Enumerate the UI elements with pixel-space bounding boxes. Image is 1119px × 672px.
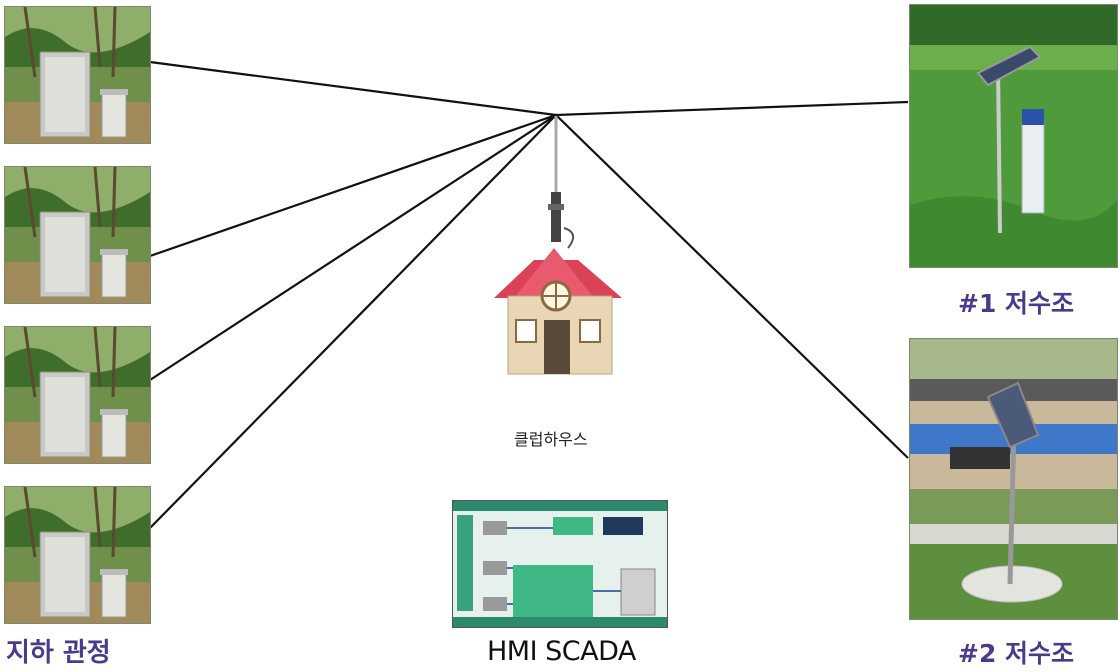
well-photo-3 — [4, 326, 151, 464]
well-station-image — [5, 327, 150, 463]
clubhouse-label: 클럽하우스 — [514, 430, 588, 449]
hmi-scada-label: HMI SCADA — [487, 636, 636, 667]
hmi-scada-screen — [452, 500, 668, 628]
link-well-1 — [149, 60, 557, 117]
antenna-icon — [548, 116, 575, 249]
wells-label: 지하 관정 — [6, 638, 111, 668]
house-icon — [494, 248, 622, 375]
solar-sensor-image — [910, 339, 1117, 619]
reservoir-2-photo — [909, 338, 1118, 620]
link-well-2 — [149, 113, 557, 258]
link-well-4 — [149, 114, 557, 529]
well-photo-4 — [4, 486, 151, 624]
well-station-image — [5, 167, 150, 303]
solar-sensor-image — [910, 5, 1117, 267]
reservoir-1-photo — [909, 4, 1118, 268]
link-reservoir-1 — [555, 100, 909, 117]
well-station-image — [5, 487, 150, 623]
reservoir-2-label: #2 저수조 — [958, 639, 1075, 668]
clubhouse-illustration — [494, 116, 622, 375]
reservoir-1-label: #1 저수조 — [958, 289, 1075, 318]
well-photo-2 — [4, 166, 151, 304]
link-reservoir-2 — [555, 114, 909, 459]
well-station-image — [5, 7, 150, 143]
link-well-3 — [149, 114, 557, 381]
well-photo-1 — [4, 6, 151, 144]
scada-screen-image — [453, 501, 667, 627]
